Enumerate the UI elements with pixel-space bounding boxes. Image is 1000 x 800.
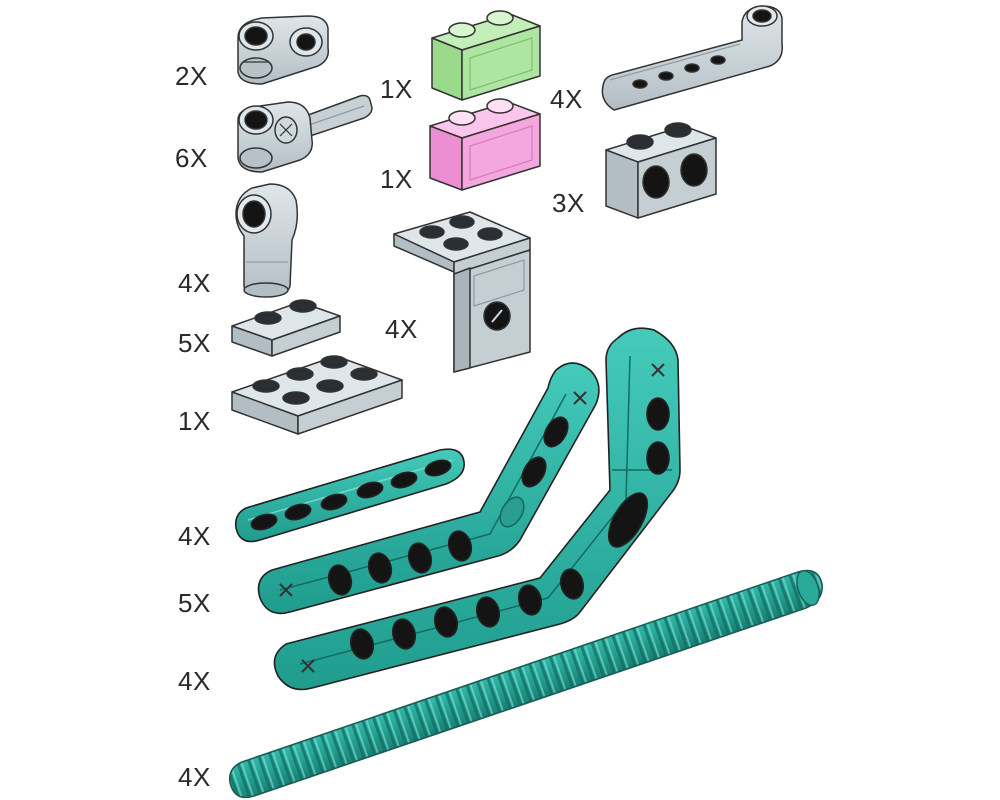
qty-label-technic-brick-1x2: 3X bbox=[552, 188, 585, 218]
qty-label-plate-2x4: 1X bbox=[178, 406, 211, 436]
qty-label-liftarm-bent-small: 5X bbox=[178, 588, 211, 618]
qty-label-pin-connector: 2X bbox=[175, 61, 208, 91]
qty-label-liftarm-bent-gray: 4X bbox=[550, 84, 583, 114]
liftarm-bent-small-part bbox=[257, 362, 600, 615]
liftarm-straight-part bbox=[234, 448, 465, 543]
qty-label-pin-connector-angled: 4X bbox=[178, 268, 211, 298]
qty-label-liftarm-bent-large: 4X bbox=[178, 666, 211, 696]
plate-2x4-part bbox=[231, 355, 403, 435]
pin-connector-axle-part bbox=[237, 94, 373, 173]
ribbed-hose-part bbox=[228, 569, 823, 799]
pin-connector-angled-part bbox=[235, 183, 299, 298]
pin-connector-part bbox=[237, 15, 330, 85]
qty-label-ribbed-hose: 4X bbox=[178, 762, 211, 792]
qty-label-bracket: 4X bbox=[385, 314, 418, 344]
plate-1x2-part bbox=[231, 299, 341, 357]
bracket-part bbox=[393, 211, 531, 373]
brick-trans-pink-part bbox=[429, 98, 541, 191]
qty-label-brick-trans-green: 1X bbox=[380, 74, 413, 104]
liftarm-bent-gray-part bbox=[601, 5, 783, 111]
qty-label-plate-1x2: 5X bbox=[178, 328, 211, 358]
brick-trans-green-part bbox=[431, 10, 541, 101]
qty-label-liftarm-straight: 4X bbox=[178, 521, 211, 551]
qty-label-brick-trans-pink: 1X bbox=[380, 164, 413, 194]
technic-brick-1x2-part bbox=[605, 122, 717, 219]
liftarm-bent-large-part bbox=[273, 327, 681, 691]
qty-label-pin-connector-axle: 6X bbox=[175, 143, 208, 173]
